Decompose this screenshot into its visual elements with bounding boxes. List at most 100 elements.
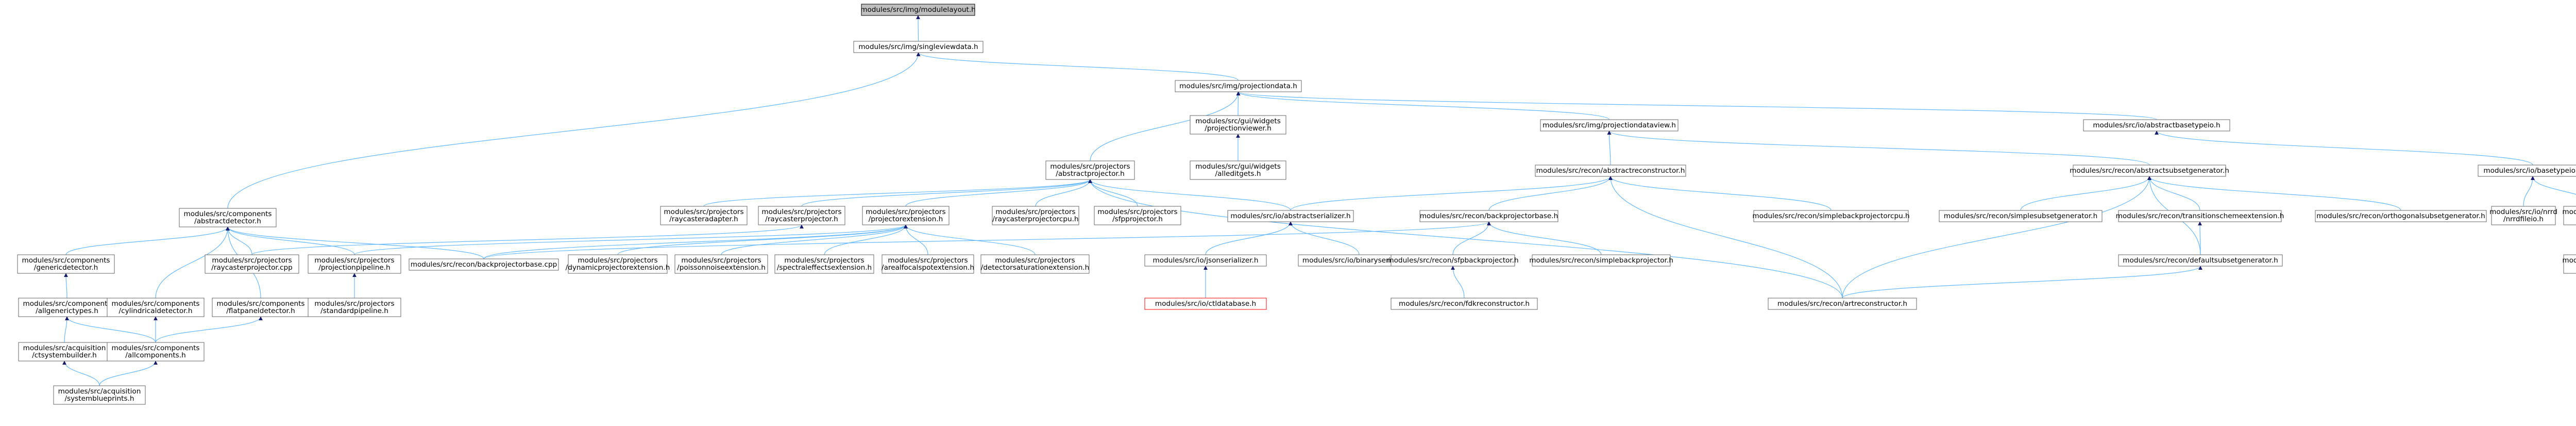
graph-node[interactable]: modules/src/projectors/spectraleffectsex… <box>774 254 874 274</box>
graph-node[interactable]: modules/src/img/projectiondata.h <box>1175 80 1302 92</box>
graph-node[interactable]: modules/src/io/den/den.h <box>2562 254 2576 274</box>
edge-n14-n29 <box>617 224 908 255</box>
graph-node[interactable]: modules/src/recon/simplesubsetgenerator.… <box>1939 210 2103 222</box>
node-box <box>2118 254 2283 267</box>
node-label: modules/src/io/abstractbasetypeio.h <box>2093 121 2220 129</box>
edge-n2-n6 <box>1236 91 2157 120</box>
graph-node[interactable]: modules/src/recon/backprojectorbase.cpp <box>409 258 559 271</box>
graph-node[interactable]: modules/src/io/ctldatabase.h <box>1144 298 1267 310</box>
graph-node[interactable]: modules/src/img/modulelayout.h <box>860 4 976 16</box>
node-box <box>1540 119 1679 132</box>
graph-node[interactable]: modules/src/gui/widgets/projectionviewer… <box>1190 115 1286 135</box>
graph-node[interactable]: modules/src/components/genericdetector.h <box>17 254 115 274</box>
edge-n14-n30 <box>721 224 908 255</box>
graph-node[interactable]: modules/src/io/abstractbasetypeio.h <box>2083 119 2230 132</box>
graph-node[interactable]: modules/src/recon/simplebackprojector.h <box>1529 254 1673 267</box>
graph-node[interactable]: modules/src/projectors/raycasterprojecto… <box>205 254 299 274</box>
node-box <box>861 4 975 16</box>
graph-node[interactable]: modules/src/projectors/dynamicprojectore… <box>566 254 670 274</box>
graph-node[interactable]: modules/src/io/basetypeio.h <box>2478 165 2576 177</box>
graph-node[interactable]: modules/src/recon/orthogonalsubsetgenera… <box>2315 210 2487 222</box>
graph-node[interactable]: modules/src/acquisition/systemblueprints… <box>53 385 146 405</box>
edge-n14-n28 <box>483 224 908 259</box>
edge-n2-n5 <box>1236 91 1610 120</box>
graph-node[interactable]: modules/src/projectors/projectionpipelin… <box>308 254 401 274</box>
graph-node[interactable]: modules/src/components/cylindricaldetect… <box>107 298 205 317</box>
node-label: modules/src/recon/sfpbackprojector.h <box>1387 256 1518 265</box>
node-label: /projectorextension.h <box>869 215 943 223</box>
graph-node[interactable]: modules/src/projectors/poissonnoiseexten… <box>674 254 768 274</box>
node-label: /nrrdfileio.h <box>2503 215 2544 223</box>
node-box <box>17 254 115 274</box>
graph-node[interactable]: modules/src/io/binaryserializer.h <box>1298 254 1420 267</box>
graph-node[interactable]: modules/src/io/nrrd/nrrdfileio.h <box>2489 206 2557 225</box>
node-box <box>1939 210 2103 222</box>
graph-node[interactable]: modules/src/projectors/detectorsaturatio… <box>980 254 1090 274</box>
node-box <box>2491 206 2556 225</box>
node-label: modules/src/projectors <box>1050 162 1130 171</box>
node-label: modules/src/projectors <box>212 256 292 265</box>
node-label: modules/src/io/basetypeio.h <box>2483 167 2576 175</box>
node-label: modules/src/components <box>216 300 304 308</box>
graph-node[interactable]: modules/src/recon/backprojectorbase.h <box>1419 210 1558 222</box>
graph-node[interactable]: modules/src/img/projectiondataview.h <box>1540 119 1679 132</box>
edge-n10-n21 <box>2147 176 2200 211</box>
graph-node[interactable]: modules/src/components/allgenerictypes.h <box>18 298 116 317</box>
graph-node[interactable]: modules/src/acquisition/ctsystembuilder.… <box>18 342 111 362</box>
node-box <box>409 258 559 271</box>
node-label: modules/src/projectors <box>681 256 761 265</box>
graph-node[interactable]: modules/src/components/allcomponents.h <box>107 342 205 362</box>
node-label: modules/src/recon/fdkreconstructor.h <box>1399 300 1530 308</box>
graph-node[interactable]: modules/src/recon/simplebackprojectorcpu… <box>1752 210 1910 222</box>
edge-n40-n48 <box>65 316 156 343</box>
node-label: modules/src/recon/backprojectorbase.h <box>1420 212 1558 220</box>
graph-node[interactable]: modules/src/io/den/denfileio.h <box>2562 206 2576 225</box>
edge-n14-n32 <box>904 224 928 255</box>
graph-node[interactable]: modules/src/projectors/arealfocalspotext… <box>882 254 974 274</box>
node-box <box>1190 160 1286 180</box>
node-label: modules/src/recon/defaultsubsetgenerator… <box>2123 256 2278 265</box>
graph-node[interactable]: modules/src/projectors/sfpprojector.h <box>1094 206 1181 225</box>
edge-n0-n1 <box>916 15 921 42</box>
node-label: /ctsystembuilder.h <box>32 351 97 359</box>
graph-node[interactable]: modules/src/io/abstractserializer.h <box>1227 210 1354 222</box>
graph-node[interactable]: modules/src/projectors/standardpipeline.… <box>308 298 401 317</box>
graph-node[interactable]: modules/src/components/flatpaneldetector… <box>212 298 310 317</box>
node-box <box>18 342 111 362</box>
graph-node[interactable]: modules/src/recon/abstractsubsetgenerato… <box>2070 165 2229 177</box>
node-label: modules/src/components <box>111 344 199 352</box>
node-box <box>2563 254 2576 274</box>
graph-node[interactable]: modules/src/projectors/projectorextensio… <box>862 206 950 225</box>
graph-node[interactable]: modules/src/projectors/abstractprojector… <box>1045 160 1135 180</box>
graph-node[interactable]: modules/src/gui/widgets/alleditgets.h <box>1190 160 1286 180</box>
node-box <box>18 298 116 317</box>
graph-node[interactable]: modules/src/recon/sfpbackprojector.h <box>1387 254 1519 267</box>
graph-node[interactable]: modules/src/recon/fdkreconstructor.h <box>1391 298 1538 310</box>
node-label: /cylindricaldetector.h <box>119 307 193 315</box>
edge-n5-n10 <box>1607 130 2150 166</box>
graph-node[interactable]: modules/src/projectors/raycasterprojecto… <box>758 206 845 225</box>
node-label: modules/src/recon/abstractsubsetgenerato… <box>2070 167 2229 175</box>
graph-node[interactable]: modules/src/components/abstractdetector.… <box>179 208 277 227</box>
graph-node[interactable]: modules/src/projectors/raycasterprojecto… <box>992 206 1079 225</box>
graph-node[interactable]: modules/src/recon/abstractreconstructor.… <box>1535 165 1686 177</box>
node-box <box>992 206 1079 225</box>
graph-node[interactable]: modules/src/io/jsonserializer.h <box>1144 254 1267 267</box>
graph-node[interactable]: modules/src/recon/defaultsubsetgenerator… <box>2118 254 2283 267</box>
node-label: modules/src/components <box>22 256 110 265</box>
node-label: modules/src/components <box>183 210 272 218</box>
node-label: /projectionviewer.h <box>1205 124 1271 133</box>
node-box <box>758 206 845 225</box>
node-label: modules/src/recon/simplebackprojectorcpu… <box>1752 212 1909 220</box>
graph-node[interactable]: modules/src/img/singleviewdata.h <box>853 41 984 53</box>
node-box <box>1391 298 1538 310</box>
edge-n9-n17 <box>1290 176 1613 211</box>
graph-node[interactable]: modules/src/projectors/raycasteradapter.… <box>660 206 748 225</box>
graph-node[interactable]: modules/src/recon/transitionschemeextens… <box>2116 210 2284 222</box>
node-label: /systemblueprints.h <box>64 395 134 403</box>
edge-n14-n31 <box>824 224 908 255</box>
node-box <box>674 254 768 274</box>
node-box <box>568 254 668 274</box>
graph-node[interactable]: modules/src/recon/artreconstructor.h <box>1768 298 1917 310</box>
